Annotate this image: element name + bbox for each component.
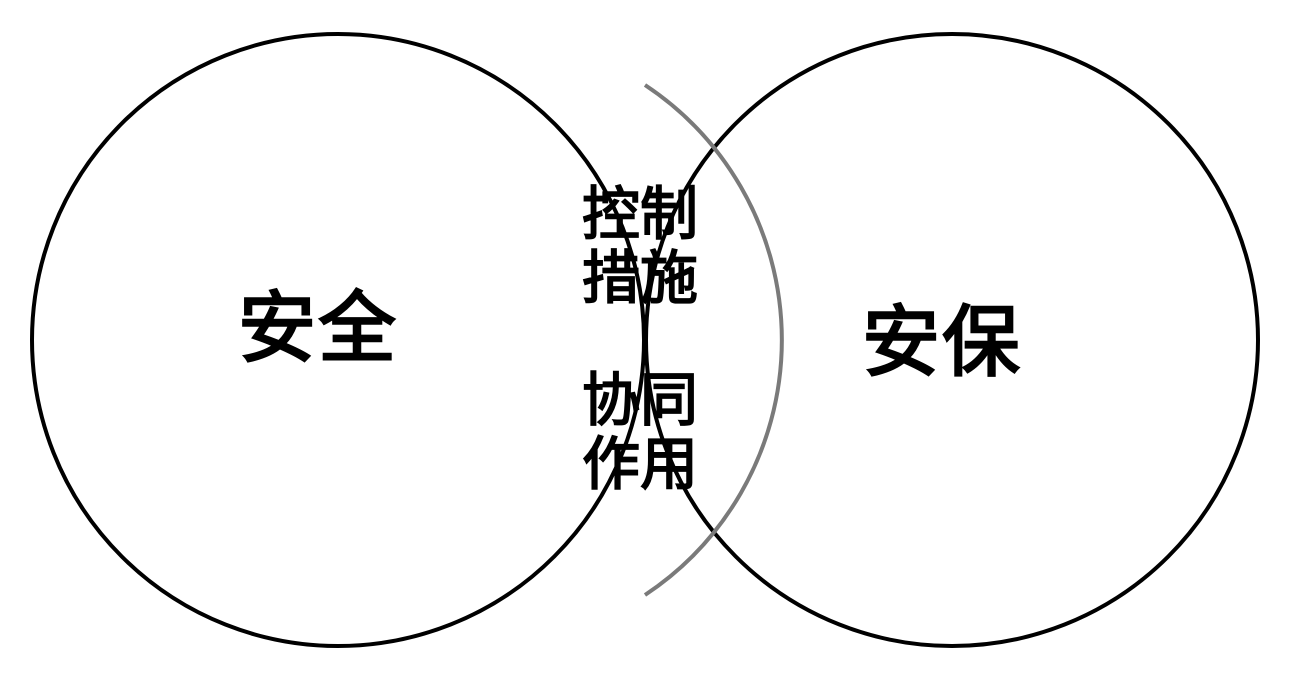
intersection-line: 协同 [582, 366, 699, 434]
intersection-line: 措施 [582, 244, 699, 312]
right-set-label: 安保 [862, 297, 1023, 388]
intersection-label-bottom: 协同 作用 [582, 368, 712, 496]
intersection-line: 作用 [582, 430, 699, 498]
left-set-label: 安全 [238, 283, 399, 374]
overlap-edge-right [643, 83, 784, 597]
intersection-line: 控制 [582, 180, 699, 248]
right-circle [644, 32, 1260, 648]
intersection-label-top: 控制 措施 [582, 182, 712, 310]
